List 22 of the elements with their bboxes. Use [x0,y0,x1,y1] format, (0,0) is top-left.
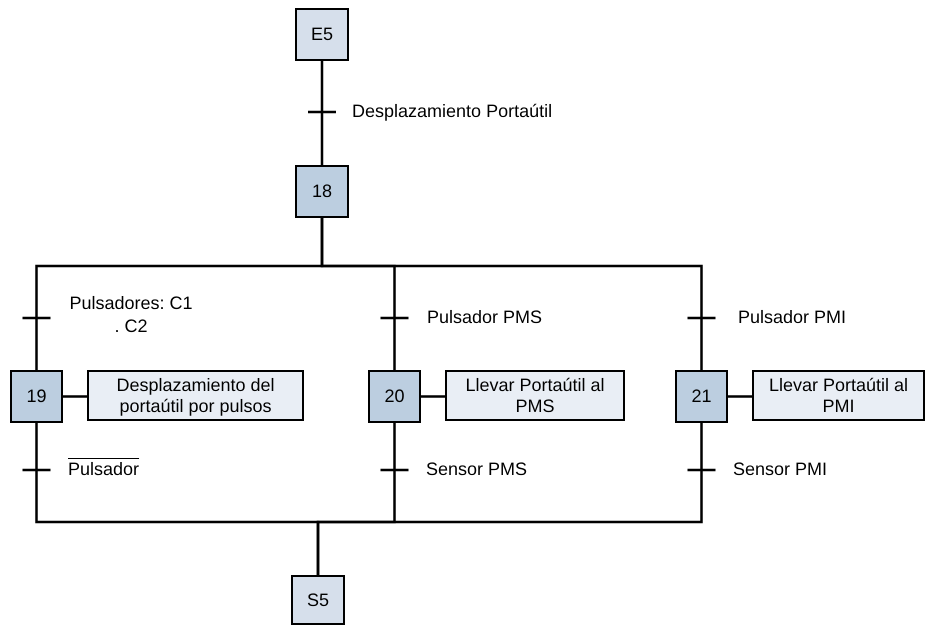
action-box: Llevar Portaútil al PMS [445,370,625,421]
action-box: Llevar Portaútil al PMI [752,370,925,421]
transition-label: Sensor PMI [733,458,828,481]
final-step-box: S5 [291,575,345,625]
transition-label: Desplazamiento Portaútil [352,100,552,123]
transition-line [320,216,717,372]
transition-label: Pulsador [68,458,140,481]
connector-line [63,395,87,398]
step-box: 19 [10,370,63,423]
step-box: 21 [675,370,728,423]
transition-line [306,60,338,166]
transition-line [316,422,717,576]
transition-label: Pulsadores: C1 . C2 [68,292,194,338]
initial-step-box: E5 [295,8,349,61]
action-box: Desplazamiento del portaútil por pulsos [87,370,304,421]
step-box: 20 [368,370,421,423]
transition-label: Pulsador PMS [427,306,542,329]
transition-label: Pulsador PMI [738,306,846,329]
connector-line [728,395,752,398]
connector-line [421,395,445,398]
transition-label: Sensor PMS [426,458,528,481]
step-box: 18 [295,165,349,218]
